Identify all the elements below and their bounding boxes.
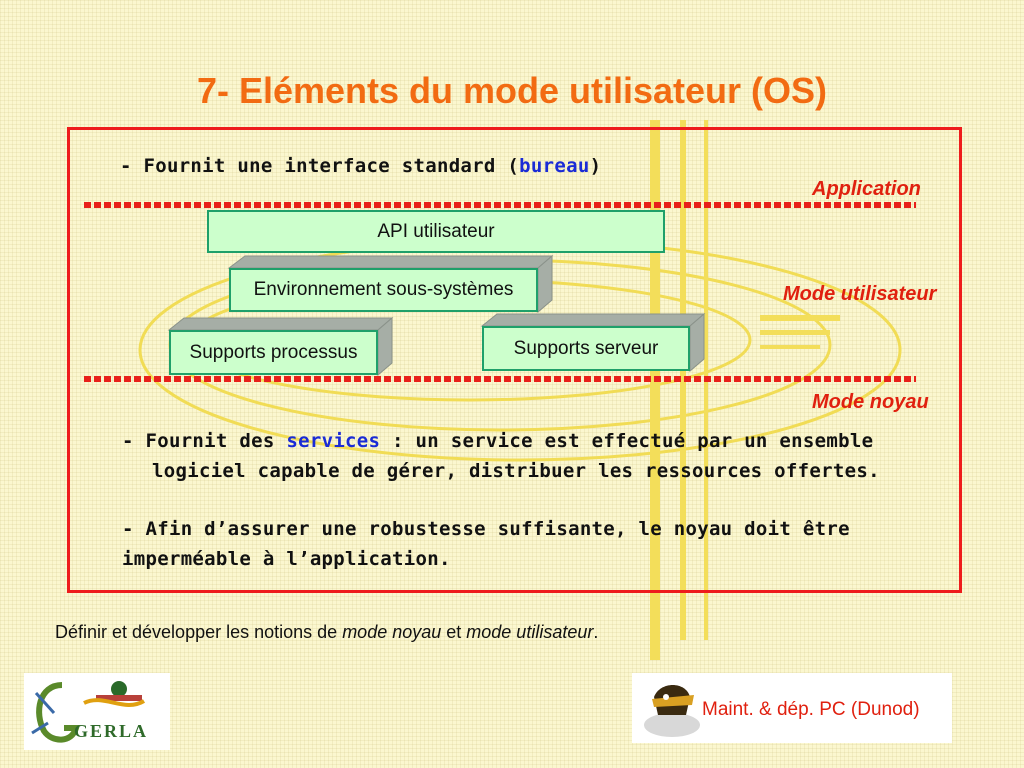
point2-line1: - Afin d’assurer une robustesse suffisan… [122,518,850,540]
box-side-face [537,254,553,314]
layer-label-user-mode: Mode utilisateur [783,283,937,305]
gerla-logo: GERLA [24,673,170,750]
intro-suffix: ) [589,155,602,177]
credit-box: Maint. & dép. PC (Dunod) [632,673,952,743]
intro-line: - Fournit une interface standard (bureau… [120,155,601,177]
intro-highlight: bureau [519,155,590,177]
layer-label-application: Application [812,178,921,200]
point1-prefix: - Fournit des [122,430,287,452]
gerla-logo-icon [31,681,146,743]
credit-text: Maint. & dép. PC (Dunod) [702,699,920,720]
divider-application [84,202,916,208]
point1-line1: - Fournit des services : un service est … [122,430,873,452]
logo-text: GERLA [74,721,149,741]
point1-suffix: : un service est effectué par un ensembl… [380,430,874,452]
point1-highlight: services [286,430,381,452]
decor-bar [760,345,820,349]
server-box: Supports serveur [482,326,690,371]
footer-em2: mode utilisateur [466,622,594,642]
point1-line2: logiciel capable de gérer, distribuer le… [152,460,880,482]
intro-prefix: - Fournit une interface standard ( [120,155,520,177]
box-side-face [689,312,705,373]
layer-label-kernel-mode: Mode noyau [812,391,929,413]
decor-bar [760,315,840,321]
footer-note: Définir et développer les notions de mod… [55,622,598,643]
footer-suffix: . [593,622,599,642]
divider-kernel [84,376,916,382]
environment-box: Environnement sous-systèmes [229,268,538,312]
process-box: Supports processus [169,330,378,375]
api-box: API utilisateur [207,210,665,253]
content-frame [67,127,962,593]
decor-bar [760,330,830,335]
decor-bar [650,120,660,660]
box-side-face [377,316,393,377]
footer-prefix: Définir et développer les notions de [55,622,343,642]
footer-em1: mode noyau [342,622,442,642]
footer-mid: et [441,622,467,642]
point2-line2: imperméable à l’application. [122,548,451,570]
slide-title: 7- Eléments du mode utilisateur (OS) [196,70,828,111]
worker-icon [644,685,700,737]
